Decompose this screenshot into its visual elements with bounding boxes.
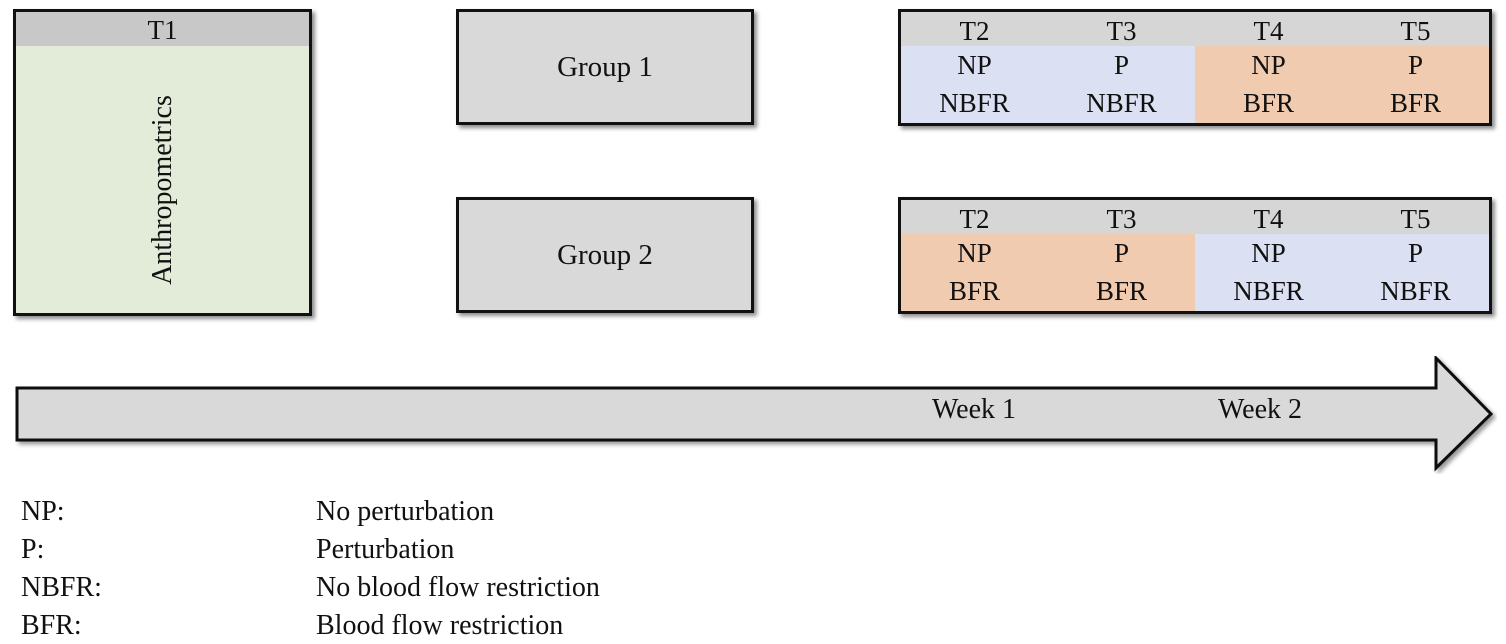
session-time-label: T4	[1253, 204, 1284, 234]
session-cell: NP BFR	[1195, 46, 1342, 123]
perturbation-condition: NP	[957, 238, 992, 268]
session-cell: NP NBFR	[1195, 234, 1342, 311]
legend-definition: No blood flow restriction	[316, 572, 600, 603]
week-1-label: Week 1	[932, 394, 1017, 425]
session-time-label: T3	[1106, 16, 1137, 46]
legend-abbreviation: NBFR:	[21, 572, 102, 603]
session-cell: P BFR	[1048, 234, 1195, 311]
bfr-condition: NBFR	[939, 88, 1010, 118]
t1-label: T1	[16, 12, 309, 46]
session-time-label: T5	[1400, 204, 1431, 234]
bfr-condition: NBFR	[1380, 276, 1451, 306]
perturbation-condition: NP	[1251, 238, 1286, 268]
t1-anthropometrics-block: T1 Anthropometrics	[13, 9, 312, 316]
session-time-label: T2	[959, 16, 990, 46]
legend-definition: No perturbation	[316, 496, 495, 527]
session-time-label: T2	[959, 204, 990, 234]
perturbation-condition: P	[1113, 50, 1130, 80]
group-2-box: Group 2	[456, 197, 754, 313]
legend-definition: Perturbation	[316, 534, 455, 565]
group-1-sessions-table: T2 T3 T4 T5 NP NBFR P NBFR NP BFR P BFR	[898, 9, 1492, 126]
bfr-condition: BFR	[948, 276, 1001, 306]
group-2-sessions-table: T2 T3 T4 T5 NP BFR P BFR NP NBFR P NBFR	[898, 197, 1492, 314]
perturbation-condition: P	[1407, 50, 1424, 80]
bfr-condition: BFR	[1389, 88, 1442, 118]
group-1-box: Group 1	[456, 9, 754, 125]
session-cell: P NBFR	[1342, 234, 1489, 311]
bfr-condition: BFR	[1095, 276, 1148, 306]
legend-abbreviation: NP:	[21, 496, 65, 527]
session-time-label: T5	[1400, 16, 1431, 46]
session-cell: P NBFR	[1048, 46, 1195, 123]
perturbation-condition: P	[1113, 238, 1130, 268]
perturbation-condition: NP	[1251, 50, 1286, 80]
bfr-condition: NBFR	[1086, 88, 1157, 118]
bfr-condition: BFR	[1242, 88, 1295, 118]
session-cell: NP NBFR	[901, 46, 1048, 123]
session-condition-row: NP BFR P BFR NP NBFR P NBFR	[901, 234, 1489, 311]
legend-definition: Blood flow restriction	[316, 610, 564, 641]
session-time-label: T4	[1253, 16, 1284, 46]
session-cell: NP BFR	[901, 234, 1048, 311]
session-header-row: T2 T3 T4 T5	[901, 12, 1489, 46]
bfr-condition: NBFR	[1233, 276, 1304, 306]
perturbation-condition: NP	[957, 50, 992, 80]
legend-abbreviation: P:	[21, 534, 45, 565]
perturbation-condition: P	[1407, 238, 1424, 268]
legend-abbreviation: BFR:	[21, 610, 82, 641]
week-2-label: Week 2	[1218, 394, 1303, 425]
session-time-label: T3	[1106, 204, 1137, 234]
timeline-arrow	[15, 356, 1494, 472]
anthropometrics-label: Anthropometrics	[146, 95, 178, 285]
session-condition-row: NP NBFR P NBFR NP BFR P BFR	[901, 46, 1489, 123]
session-header-row: T2 T3 T4 T5	[901, 200, 1489, 234]
session-cell: P BFR	[1342, 46, 1489, 123]
